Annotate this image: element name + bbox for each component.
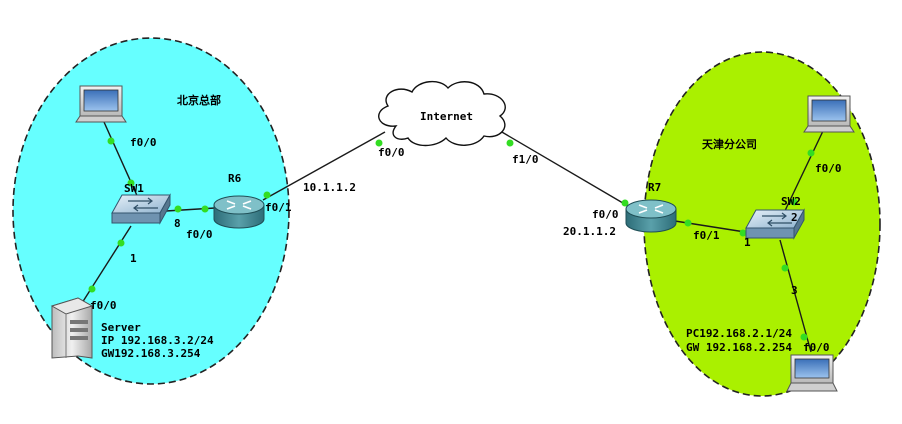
port-dot <box>127 179 135 187</box>
port-dot <box>263 191 271 199</box>
keyboard-icon <box>803 125 855 133</box>
switch-front <box>745 227 795 239</box>
port-label: 8 <box>174 217 181 230</box>
server-top <box>50 297 94 315</box>
link-sw2-pc3 <box>779 239 812 353</box>
server-bay <box>70 320 88 324</box>
pc-tianjin-top[interactable] <box>803 95 855 133</box>
pc-tianjin-ip: PC192.168.2.1/24 <box>686 327 792 340</box>
internet-cloud[interactable]: Internet <box>378 81 506 147</box>
link-pc1-sw1 <box>103 121 140 201</box>
port-label: f0/1 <box>693 229 720 242</box>
pc-tianjin-gateway: GW 192.168.2.254 <box>686 341 792 354</box>
port-dot <box>88 285 96 293</box>
port-dot <box>807 149 815 157</box>
port-label: 3 <box>791 284 798 297</box>
switch-arrows <box>762 212 792 227</box>
r7-label: R7 <box>648 181 661 194</box>
port-label: f0/0 <box>803 341 830 354</box>
r6-label: R6 <box>228 172 242 185</box>
link-r6-internet <box>262 131 386 201</box>
sw2-label: SW2 <box>781 195 801 208</box>
keyboard-icon <box>786 382 838 392</box>
sw1-label: SW1 <box>124 182 144 195</box>
port-dot <box>684 219 692 227</box>
router-r7[interactable] <box>625 199 677 233</box>
server-gateway: GW192.168.3.254 <box>101 347 201 360</box>
router-arrows <box>638 204 664 214</box>
port-dot <box>800 333 808 341</box>
port-label: 1 <box>744 236 751 249</box>
cloud-icon <box>378 81 506 147</box>
r6-wan-address: 10.1.1.2 <box>303 181 356 194</box>
server[interactable] <box>50 297 94 359</box>
port-label: f0/0 <box>90 299 117 312</box>
switch-sw1[interactable] <box>111 193 171 225</box>
port-dot <box>201 205 209 213</box>
port-label: 2 <box>791 211 798 224</box>
port-dot <box>107 137 115 145</box>
r7-wan-address: 20.1.1.2 <box>563 225 616 238</box>
screen <box>811 99 847 122</box>
beijing-zone-title: 北京总部 <box>177 93 221 107</box>
port-dot <box>790 198 798 206</box>
server-bay <box>70 328 88 332</box>
port-label: f0/0 <box>186 228 213 241</box>
switch-side <box>159 193 171 225</box>
keyboard-icon <box>75 115 127 123</box>
port-label: f0/1 <box>265 201 292 214</box>
router-r6[interactable] <box>213 195 265 229</box>
port-label: f0/0 <box>378 146 405 159</box>
server-name: Server <box>101 321 141 334</box>
router-arrows <box>226 200 252 210</box>
server-bay <box>70 336 88 340</box>
switch-front <box>111 212 161 224</box>
link-internet-r7 <box>494 127 629 207</box>
pc-beijing[interactable] <box>75 85 127 123</box>
port-dots <box>88 137 815 341</box>
screen <box>83 89 119 112</box>
port-dot <box>506 139 514 147</box>
pc-tianjin-bottom[interactable] <box>786 354 838 392</box>
port-dot <box>621 199 629 207</box>
switch-arrows <box>128 197 158 212</box>
port-dot <box>781 264 789 272</box>
port-dot <box>117 239 125 247</box>
port-label: 1 <box>130 252 137 265</box>
port-label: f0/0 <box>592 208 619 221</box>
port-dot <box>375 139 383 147</box>
port-dot <box>739 229 747 237</box>
screen <box>794 358 830 379</box>
port-dot <box>174 205 182 213</box>
switch-side <box>793 208 805 240</box>
tianjin-zone-title: 天津分公司 <box>702 137 757 151</box>
port-label: f1/0 <box>512 153 539 166</box>
cloud-label: Internet <box>420 110 473 123</box>
switch-sw2[interactable] <box>745 208 805 240</box>
router-top <box>213 195 265 215</box>
server-ip: IP 192.168.3.2/24 <box>101 334 214 347</box>
port-label: f0/0 <box>130 136 157 149</box>
port-label: f0/0 <box>815 162 842 175</box>
router-top <box>625 199 677 219</box>
link-sw2-pc2 <box>781 130 824 218</box>
